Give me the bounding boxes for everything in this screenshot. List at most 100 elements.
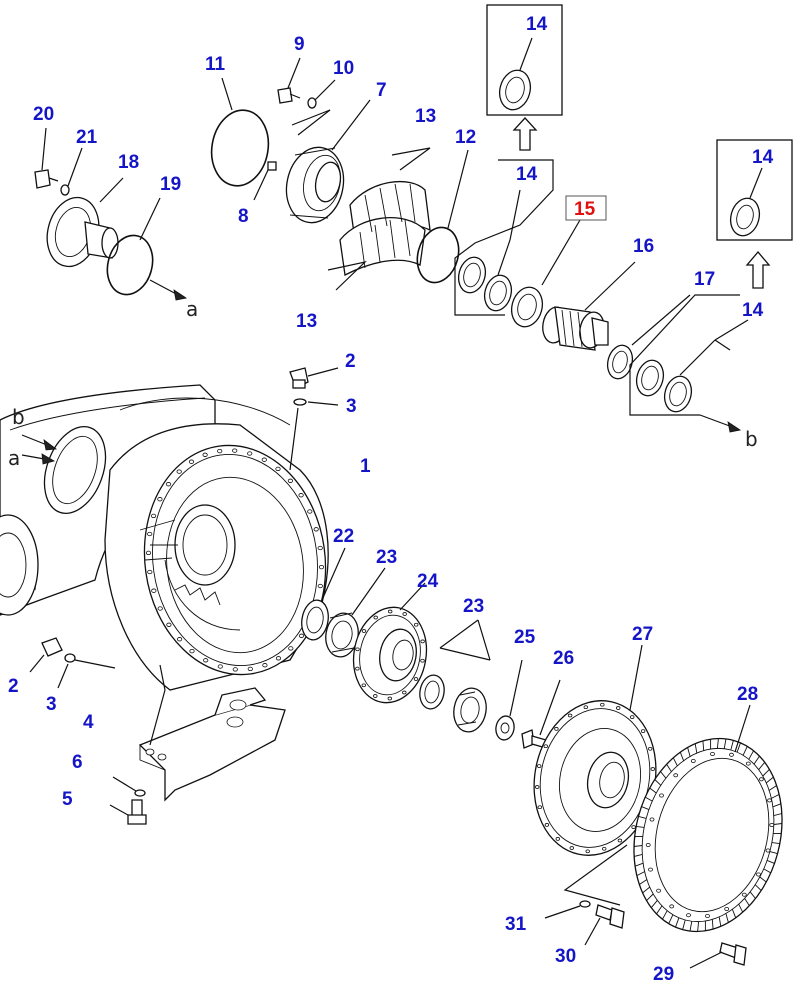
flange-hole bbox=[203, 658, 209, 663]
ring-gear-tooth bbox=[641, 806, 650, 811]
callout-15-frame bbox=[565, 195, 607, 221]
hub-hole bbox=[648, 746, 653, 751]
ring-gear-tooth bbox=[694, 743, 698, 754]
ring-gear-hole bbox=[729, 752, 734, 757]
connector-a-start: a bbox=[186, 297, 198, 321]
bolt-part-30 bbox=[584, 904, 625, 946]
callout-23-b: 23 bbox=[463, 596, 484, 617]
flange-hole bbox=[288, 646, 294, 651]
callout-6: 6 bbox=[72, 752, 83, 773]
callout-16: 16 bbox=[633, 236, 654, 257]
callout-9: 9 bbox=[294, 34, 305, 55]
ring-gear-tooth bbox=[725, 913, 729, 923]
ring-gear-tooth bbox=[742, 746, 748, 756]
callout-15: 15 bbox=[574, 199, 596, 220]
ring-gear-tooth bbox=[773, 823, 783, 825]
ring-gear-hole bbox=[745, 761, 751, 766]
flange-hole bbox=[247, 666, 253, 672]
leader-group-30-31 bbox=[563, 844, 628, 906]
flange-hole bbox=[202, 452, 208, 457]
pin-part-8 bbox=[253, 161, 277, 201]
ring-gear-tooth bbox=[666, 764, 672, 772]
flange-hole bbox=[147, 531, 153, 537]
ring-gear-tooth bbox=[702, 740, 705, 751]
ring-gear-tooth bbox=[649, 787, 657, 794]
carrier-hole bbox=[361, 683, 366, 688]
ring-gear-tooth bbox=[762, 769, 770, 777]
carrier-hole bbox=[402, 612, 407, 616]
ring-gear-hole bbox=[769, 823, 775, 828]
callout-14-group-right: 14 bbox=[742, 300, 764, 321]
ring-gear-tooth bbox=[633, 853, 643, 857]
plug-part-2-upper bbox=[289, 367, 339, 471]
hub-hole bbox=[537, 764, 542, 768]
connector-arrows-housing: b a bbox=[8, 405, 58, 470]
flange-hole bbox=[275, 466, 281, 472]
ring-gear-tooth bbox=[744, 898, 750, 906]
hub-hole bbox=[600, 702, 605, 707]
flange-hole bbox=[313, 527, 319, 532]
callout-23-a: 23 bbox=[376, 547, 397, 568]
ring-gear-tooth bbox=[675, 917, 680, 928]
ring-gear-hole bbox=[741, 892, 747, 897]
ring-gear-hole bbox=[649, 817, 655, 822]
flange-hole bbox=[176, 469, 182, 474]
bolt-part-20 bbox=[34, 127, 59, 189]
carrier-hole bbox=[373, 694, 378, 698]
ring-gear-tooth bbox=[758, 762, 766, 770]
oring-part-12 bbox=[416, 149, 469, 284]
callout-22: 22 bbox=[333, 526, 354, 547]
ring-gear-tooth bbox=[769, 851, 778, 855]
plug-part-2-lower bbox=[29, 637, 116, 689]
ring-gear-tooth bbox=[636, 871, 645, 877]
carrier-part-24 bbox=[352, 582, 428, 704]
ring-gear-tooth bbox=[642, 886, 650, 894]
detail-box-14-right bbox=[716, 139, 793, 241]
carrier-hole bbox=[413, 677, 419, 681]
ring-gear-tooth bbox=[731, 909, 737, 918]
carrier-hole bbox=[355, 647, 360, 652]
ring-gear-tooth bbox=[736, 742, 741, 753]
hub-hole bbox=[630, 715, 635, 719]
flange-hole bbox=[262, 663, 268, 668]
ring-gear-tooth bbox=[711, 919, 714, 930]
flange-hole bbox=[298, 633, 305, 638]
flange-hole bbox=[157, 497, 163, 502]
callout-14-box-left: 14 bbox=[526, 14, 548, 35]
carrier-hole bbox=[414, 622, 419, 627]
cage-part-13 bbox=[327, 147, 431, 291]
leader-group-7 bbox=[291, 109, 331, 136]
ring-gear-tooth bbox=[687, 747, 691, 757]
callout-13-upper: 13 bbox=[415, 106, 436, 127]
ring-gear-tooth bbox=[730, 740, 734, 751]
carrier-hole bbox=[388, 609, 393, 614]
ring-gear-tooth bbox=[759, 876, 767, 883]
ring-gear-tooth bbox=[644, 796, 653, 802]
connector-a-end: a bbox=[8, 446, 20, 470]
oring-part-11 bbox=[210, 77, 270, 187]
ring-gear-hole bbox=[656, 888, 661, 893]
callout-10: 10 bbox=[333, 58, 354, 79]
carrier-holes bbox=[355, 609, 425, 701]
carrier-hole bbox=[402, 690, 407, 695]
ring-gear-tooth bbox=[749, 891, 756, 899]
flange-hole bbox=[232, 667, 238, 672]
hub-part-27 bbox=[533, 644, 657, 856]
bearing-group-14-right: b bbox=[629, 294, 758, 451]
hub-hole bbox=[544, 823, 550, 827]
flange-hole bbox=[232, 448, 238, 453]
bolt-part-5 bbox=[109, 776, 147, 825]
callout-5: 5 bbox=[62, 789, 73, 810]
callout-14-box-right: 14 bbox=[752, 147, 774, 168]
ring-gear-tooth bbox=[638, 815, 647, 819]
bearing-group-23-b bbox=[419, 619, 491, 733]
flange-hole bbox=[317, 583, 323, 589]
housing-part-1 bbox=[0, 384, 329, 691]
housing-flange-holes bbox=[145, 448, 325, 672]
hub-hole bbox=[583, 705, 588, 710]
ring-gear-tooth bbox=[634, 862, 644, 867]
bolt-part-9 bbox=[277, 57, 301, 104]
callout-12: 12 bbox=[455, 127, 476, 148]
ring-gear-hole bbox=[686, 913, 691, 918]
ring-gear-tooth bbox=[646, 893, 654, 901]
